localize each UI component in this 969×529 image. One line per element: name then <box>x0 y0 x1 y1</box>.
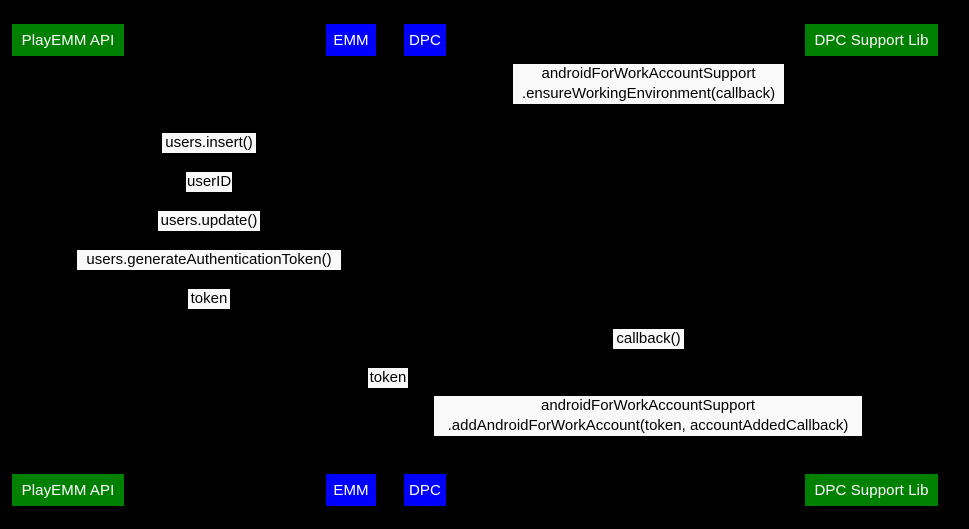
message-label-msg-token-to-dpc: token <box>368 368 408 388</box>
participant-label: EMM <box>333 481 369 499</box>
message-arrowhead-msg-users-update <box>68 231 76 239</box>
message-arrowhead-msg-users-insert <box>68 153 76 161</box>
message-label-line: androidForWorkAccountSupport <box>541 397 755 414</box>
message-arrowhead-msg-userid <box>343 192 351 200</box>
message-line-msg-token-to-dpc <box>351 391 425 392</box>
participant-label: PlayEMM API <box>21 481 115 499</box>
participant-label: PlayEMM API <box>21 31 115 49</box>
participant-dpc-support-lib-bottom[interactable]: DPC Support Lib <box>804 473 939 507</box>
message-arrowhead-msg-token-to-dpc <box>417 388 425 396</box>
message-label-line: token <box>369 369 407 386</box>
participant-dpc-support-lib-top[interactable]: DPC Support Lib <box>804 23 939 57</box>
message-label-line: token <box>190 290 228 307</box>
message-arrowhead-msg-ensure-working-environment <box>863 104 871 112</box>
message-label-line: users.generateAuthenticationToken() <box>86 251 332 268</box>
participant-dpc-top[interactable]: DPC <box>403 23 447 57</box>
message-line-msg-userid <box>68 195 351 196</box>
participant-dpc-bottom[interactable]: DPC <box>403 473 447 507</box>
message-line-msg-add-android-for-work-account <box>425 439 871 440</box>
participant-emm-bottom[interactable]: EMM <box>325 473 377 507</box>
message-label-line: .ensureWorkingEnvironment(callback) <box>521 85 776 102</box>
participant-label: DPC <box>409 31 441 49</box>
message-label-msg-users-insert: users.insert() <box>162 133 256 153</box>
message-label-line: userID <box>187 173 232 190</box>
message-arrowhead-msg-token-to-emm <box>343 309 351 317</box>
message-arrowhead-msg-generate-authentication-token <box>68 270 76 278</box>
lifeline-playemm-api <box>68 57 69 473</box>
message-line-msg-users-insert <box>68 156 351 157</box>
participant-label: DPC Support Lib <box>814 31 929 49</box>
message-label-line: users.update() <box>160 212 258 229</box>
message-line-msg-token-to-emm <box>68 312 351 313</box>
message-line-msg-callback <box>425 352 871 353</box>
message-label-msg-userid: userID <box>186 172 232 192</box>
lifeline-dpc <box>425 57 426 473</box>
message-line-msg-generate-authentication-token <box>68 273 351 274</box>
message-label-msg-ensure-working-environment: androidForWorkAccountSupport .ensureWorki… <box>513 64 784 104</box>
message-arrowhead-msg-add-android-for-work-account <box>863 436 871 444</box>
message-label-line: .addAndroidForWorkAccount(token, account… <box>447 417 849 434</box>
participant-label: DPC <box>409 481 441 499</box>
message-label-msg-callback: callback() <box>613 329 684 349</box>
participant-emm-top[interactable]: EMM <box>325 23 377 57</box>
message-label-line: androidForWorkAccountSupport <box>541 65 756 82</box>
message-label-msg-add-android-for-work-account: androidForWorkAccountSupport .addAndroidF… <box>434 396 862 436</box>
message-label-line: users.insert() <box>165 134 253 151</box>
lifeline-emm <box>351 57 352 473</box>
message-label-line: callback() <box>616 330 681 347</box>
message-line-msg-ensure-working-environment <box>425 107 871 108</box>
participant-playemm-api-bottom[interactable]: PlayEMM API <box>11 473 125 507</box>
message-arrowhead-msg-callback <box>425 349 433 357</box>
message-label-msg-users-update: users.update() <box>158 211 260 231</box>
lifeline-dpc-support-lib <box>871 57 872 473</box>
participant-label: EMM <box>333 31 369 49</box>
message-line-msg-users-update <box>68 234 351 235</box>
participant-label: DPC Support Lib <box>814 481 929 499</box>
participant-playemm-api-top[interactable]: PlayEMM API <box>11 23 125 57</box>
message-label-msg-token-to-emm: token <box>188 289 230 309</box>
message-label-msg-generate-authentication-token: users.generateAuthenticationToken() <box>77 250 341 270</box>
